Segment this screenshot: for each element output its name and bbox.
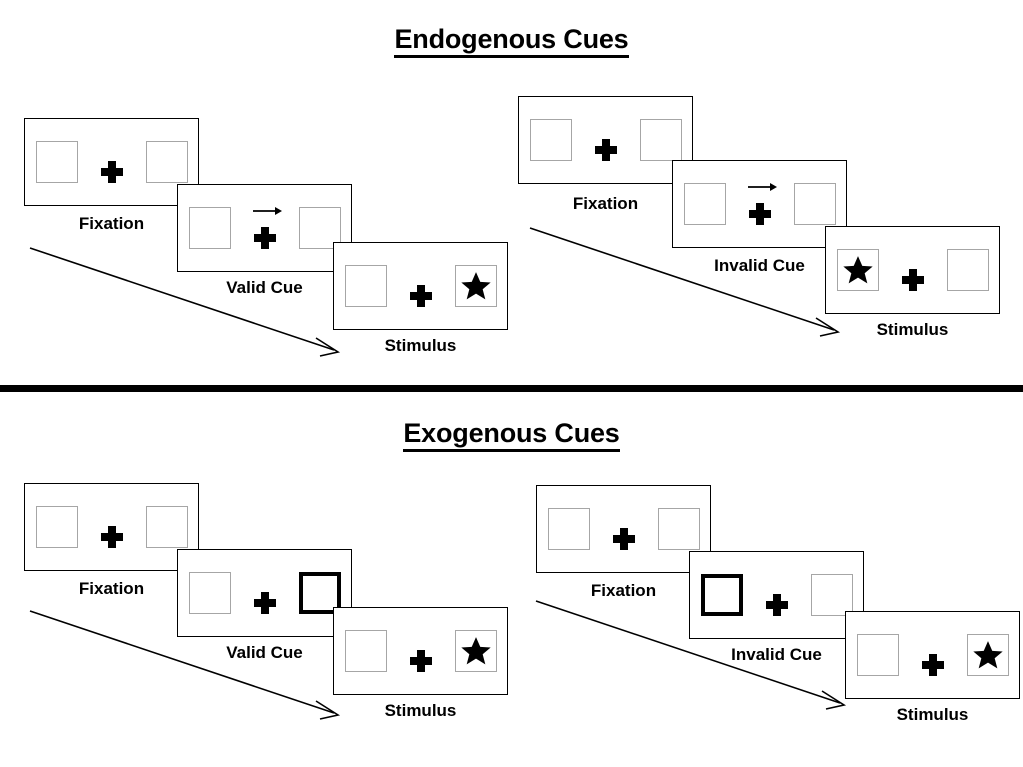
right-box bbox=[639, 119, 682, 161]
panel-fixation bbox=[518, 96, 693, 184]
fixation-cross-icon bbox=[409, 285, 432, 307]
center-column bbox=[94, 139, 130, 185]
panel-label-cue: Valid Cue bbox=[226, 643, 303, 662]
fixation-cross-icon bbox=[253, 227, 276, 249]
left-box bbox=[856, 634, 899, 676]
panel-label-cue: Invalid Cue bbox=[714, 256, 805, 275]
center-column bbox=[915, 632, 951, 678]
left-box bbox=[547, 508, 590, 550]
sequence-endogenous-invalid: Fixation Invalid Cue bbox=[512, 0, 1023, 385]
fixation-cross-icon bbox=[765, 594, 788, 616]
panel-label-fixation: Fixation bbox=[78, 579, 145, 598]
fixation-cross-icon bbox=[100, 161, 123, 183]
center-column bbox=[759, 572, 795, 618]
right-box bbox=[454, 265, 497, 307]
left-box bbox=[188, 572, 231, 614]
panel-stimulus bbox=[333, 242, 508, 330]
left-box bbox=[344, 265, 387, 307]
panel-label-fixation: Fixation bbox=[572, 194, 639, 213]
fixation-cross-icon bbox=[409, 650, 432, 672]
left-box bbox=[188, 207, 231, 249]
left-box bbox=[529, 119, 572, 161]
section-title-endogenous: Endogenous Cues bbox=[0, 24, 1023, 58]
panel-label-cue: Invalid Cue bbox=[731, 645, 822, 664]
panel-cue bbox=[672, 160, 847, 248]
right-box bbox=[793, 183, 836, 225]
section-divider bbox=[0, 385, 1023, 392]
center-column bbox=[247, 570, 283, 616]
section-title-endogenous-text: Endogenous Cues bbox=[394, 24, 629, 58]
center-column bbox=[606, 506, 642, 552]
left-box bbox=[836, 249, 879, 291]
center-column bbox=[247, 205, 283, 251]
center-column bbox=[94, 504, 130, 550]
star-target-icon bbox=[841, 253, 875, 287]
fixation-cross-icon bbox=[612, 528, 635, 550]
left-box bbox=[35, 141, 78, 183]
left-box bbox=[683, 183, 726, 225]
center-column bbox=[895, 247, 931, 293]
panel-label-stimulus: Stimulus bbox=[384, 336, 457, 355]
right-box bbox=[454, 630, 497, 672]
panel-stimulus bbox=[845, 611, 1020, 699]
center-column bbox=[403, 263, 439, 309]
right-box bbox=[657, 508, 700, 550]
right-box bbox=[810, 574, 853, 616]
fixation-cross-icon bbox=[100, 526, 123, 548]
section-title-exogenous-text: Exogenous Cues bbox=[403, 418, 620, 452]
panel-label-fixation: Fixation bbox=[78, 214, 145, 233]
fixation-cross-icon bbox=[921, 654, 944, 676]
panel-label-cue: Valid Cue bbox=[226, 278, 303, 297]
section-title-exogenous: Exogenous Cues bbox=[0, 418, 1023, 452]
fixation-cross-icon bbox=[253, 592, 276, 614]
fixation-cross-icon bbox=[594, 139, 617, 161]
arrow-right-cue-icon bbox=[252, 207, 282, 215]
panel-fixation bbox=[536, 485, 711, 573]
panel-label-stimulus: Stimulus bbox=[896, 705, 969, 724]
panel-cue bbox=[177, 184, 352, 272]
sequence-exogenous-invalid: Fixation Invalid Cue bbox=[520, 385, 1023, 767]
panel-cue bbox=[689, 551, 864, 639]
panel-stimulus bbox=[333, 607, 508, 695]
panel-fixation bbox=[24, 118, 199, 206]
right-box bbox=[946, 249, 989, 291]
right-box bbox=[966, 634, 1009, 676]
sequence-exogenous-valid: Fixation Valid Cue bbox=[0, 385, 520, 767]
center-column bbox=[588, 117, 624, 163]
center-column bbox=[403, 628, 439, 674]
left-box-cued bbox=[700, 574, 743, 616]
panel-label-stimulus: Stimulus bbox=[876, 320, 949, 339]
panel-label-fixation: Fixation bbox=[590, 581, 657, 600]
panel-fixation bbox=[24, 483, 199, 571]
star-target-icon bbox=[459, 269, 493, 303]
left-box bbox=[35, 506, 78, 548]
right-box bbox=[145, 141, 188, 183]
right-box bbox=[145, 506, 188, 548]
fixation-cross-icon bbox=[901, 269, 924, 291]
center-column bbox=[742, 181, 778, 227]
panel-cue bbox=[177, 549, 352, 637]
panel-label-stimulus: Stimulus bbox=[384, 701, 457, 720]
panel-stimulus bbox=[825, 226, 1000, 314]
arrow-right-cue-icon bbox=[747, 183, 777, 191]
star-target-icon bbox=[971, 638, 1005, 672]
fixation-cross-icon bbox=[748, 203, 771, 225]
sequence-endogenous-valid: Fixation Valid Cue bbox=[0, 0, 520, 385]
left-box bbox=[344, 630, 387, 672]
star-target-icon bbox=[459, 634, 493, 668]
